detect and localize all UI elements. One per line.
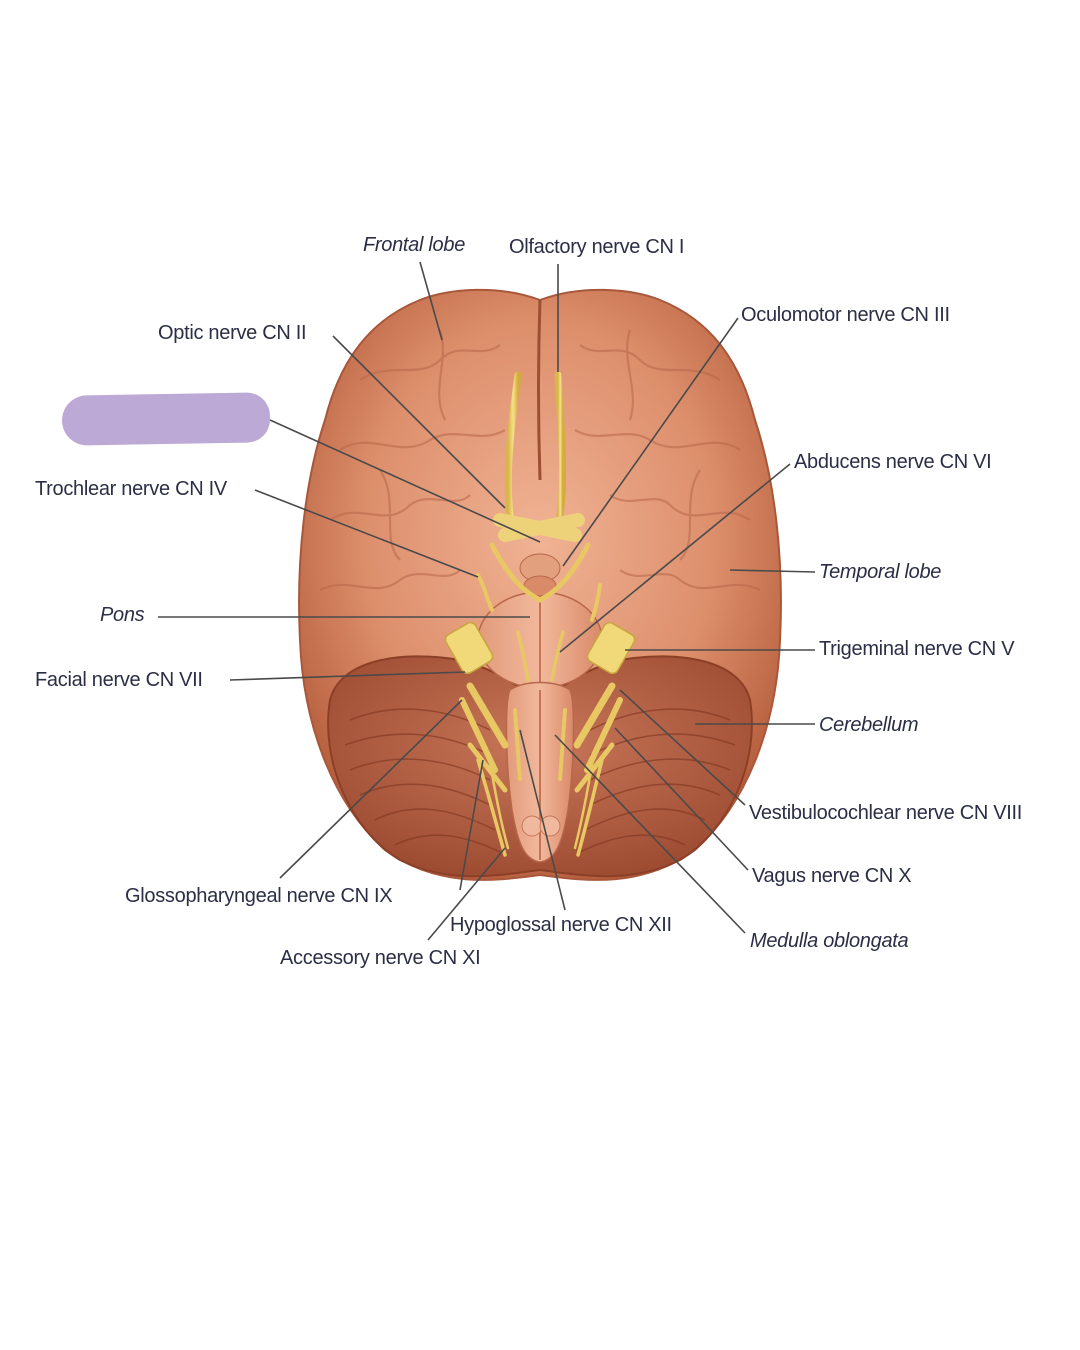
label-pons: Pons [100, 604, 145, 626]
label-olfactory-nerve: Olfactory nerve CN I [509, 236, 685, 258]
redacted-label-highlight [61, 392, 271, 446]
label-abducens-nerve: Abducens nerve CN VI [794, 451, 992, 473]
label-trigeminal-nerve: Trigeminal nerve CN V [819, 638, 1015, 660]
label-vagus-nerve: Vagus nerve CN X [752, 865, 912, 887]
label-oculomotor-nerve: Oculomotor nerve CN III [741, 304, 950, 326]
medulla-shape [505, 681, 575, 863]
label-medulla-oblongata: Medulla oblongata [750, 930, 909, 952]
label-trochlear-nerve: Trochlear nerve CN IV [35, 478, 227, 500]
cranial-nerves [444, 371, 636, 857]
label-vestibulocochlear-nerve: Vestibulocochlear nerve CN VIII [749, 802, 1023, 824]
label-hypoglossal-nerve: Hypoglossal nerve CN XII [450, 914, 672, 936]
label-facial-nerve: Facial nerve CN VII [35, 669, 203, 691]
label-cerebellum: Cerebellum [819, 714, 919, 736]
leader-lines [158, 261, 816, 941]
label-accessory-nerve: Accessory nerve CN XI [280, 947, 481, 969]
label-optic-nerve: Optic nerve CN II [158, 322, 307, 344]
label-temporal-lobe: Temporal lobe [819, 561, 942, 583]
label-glossopharyngeal-nerve: Glossopharyngeal nerve CN IX [125, 885, 393, 907]
label-frontal-lobe: Frontal lobe [363, 234, 466, 256]
chiasm-region [519, 553, 561, 597]
